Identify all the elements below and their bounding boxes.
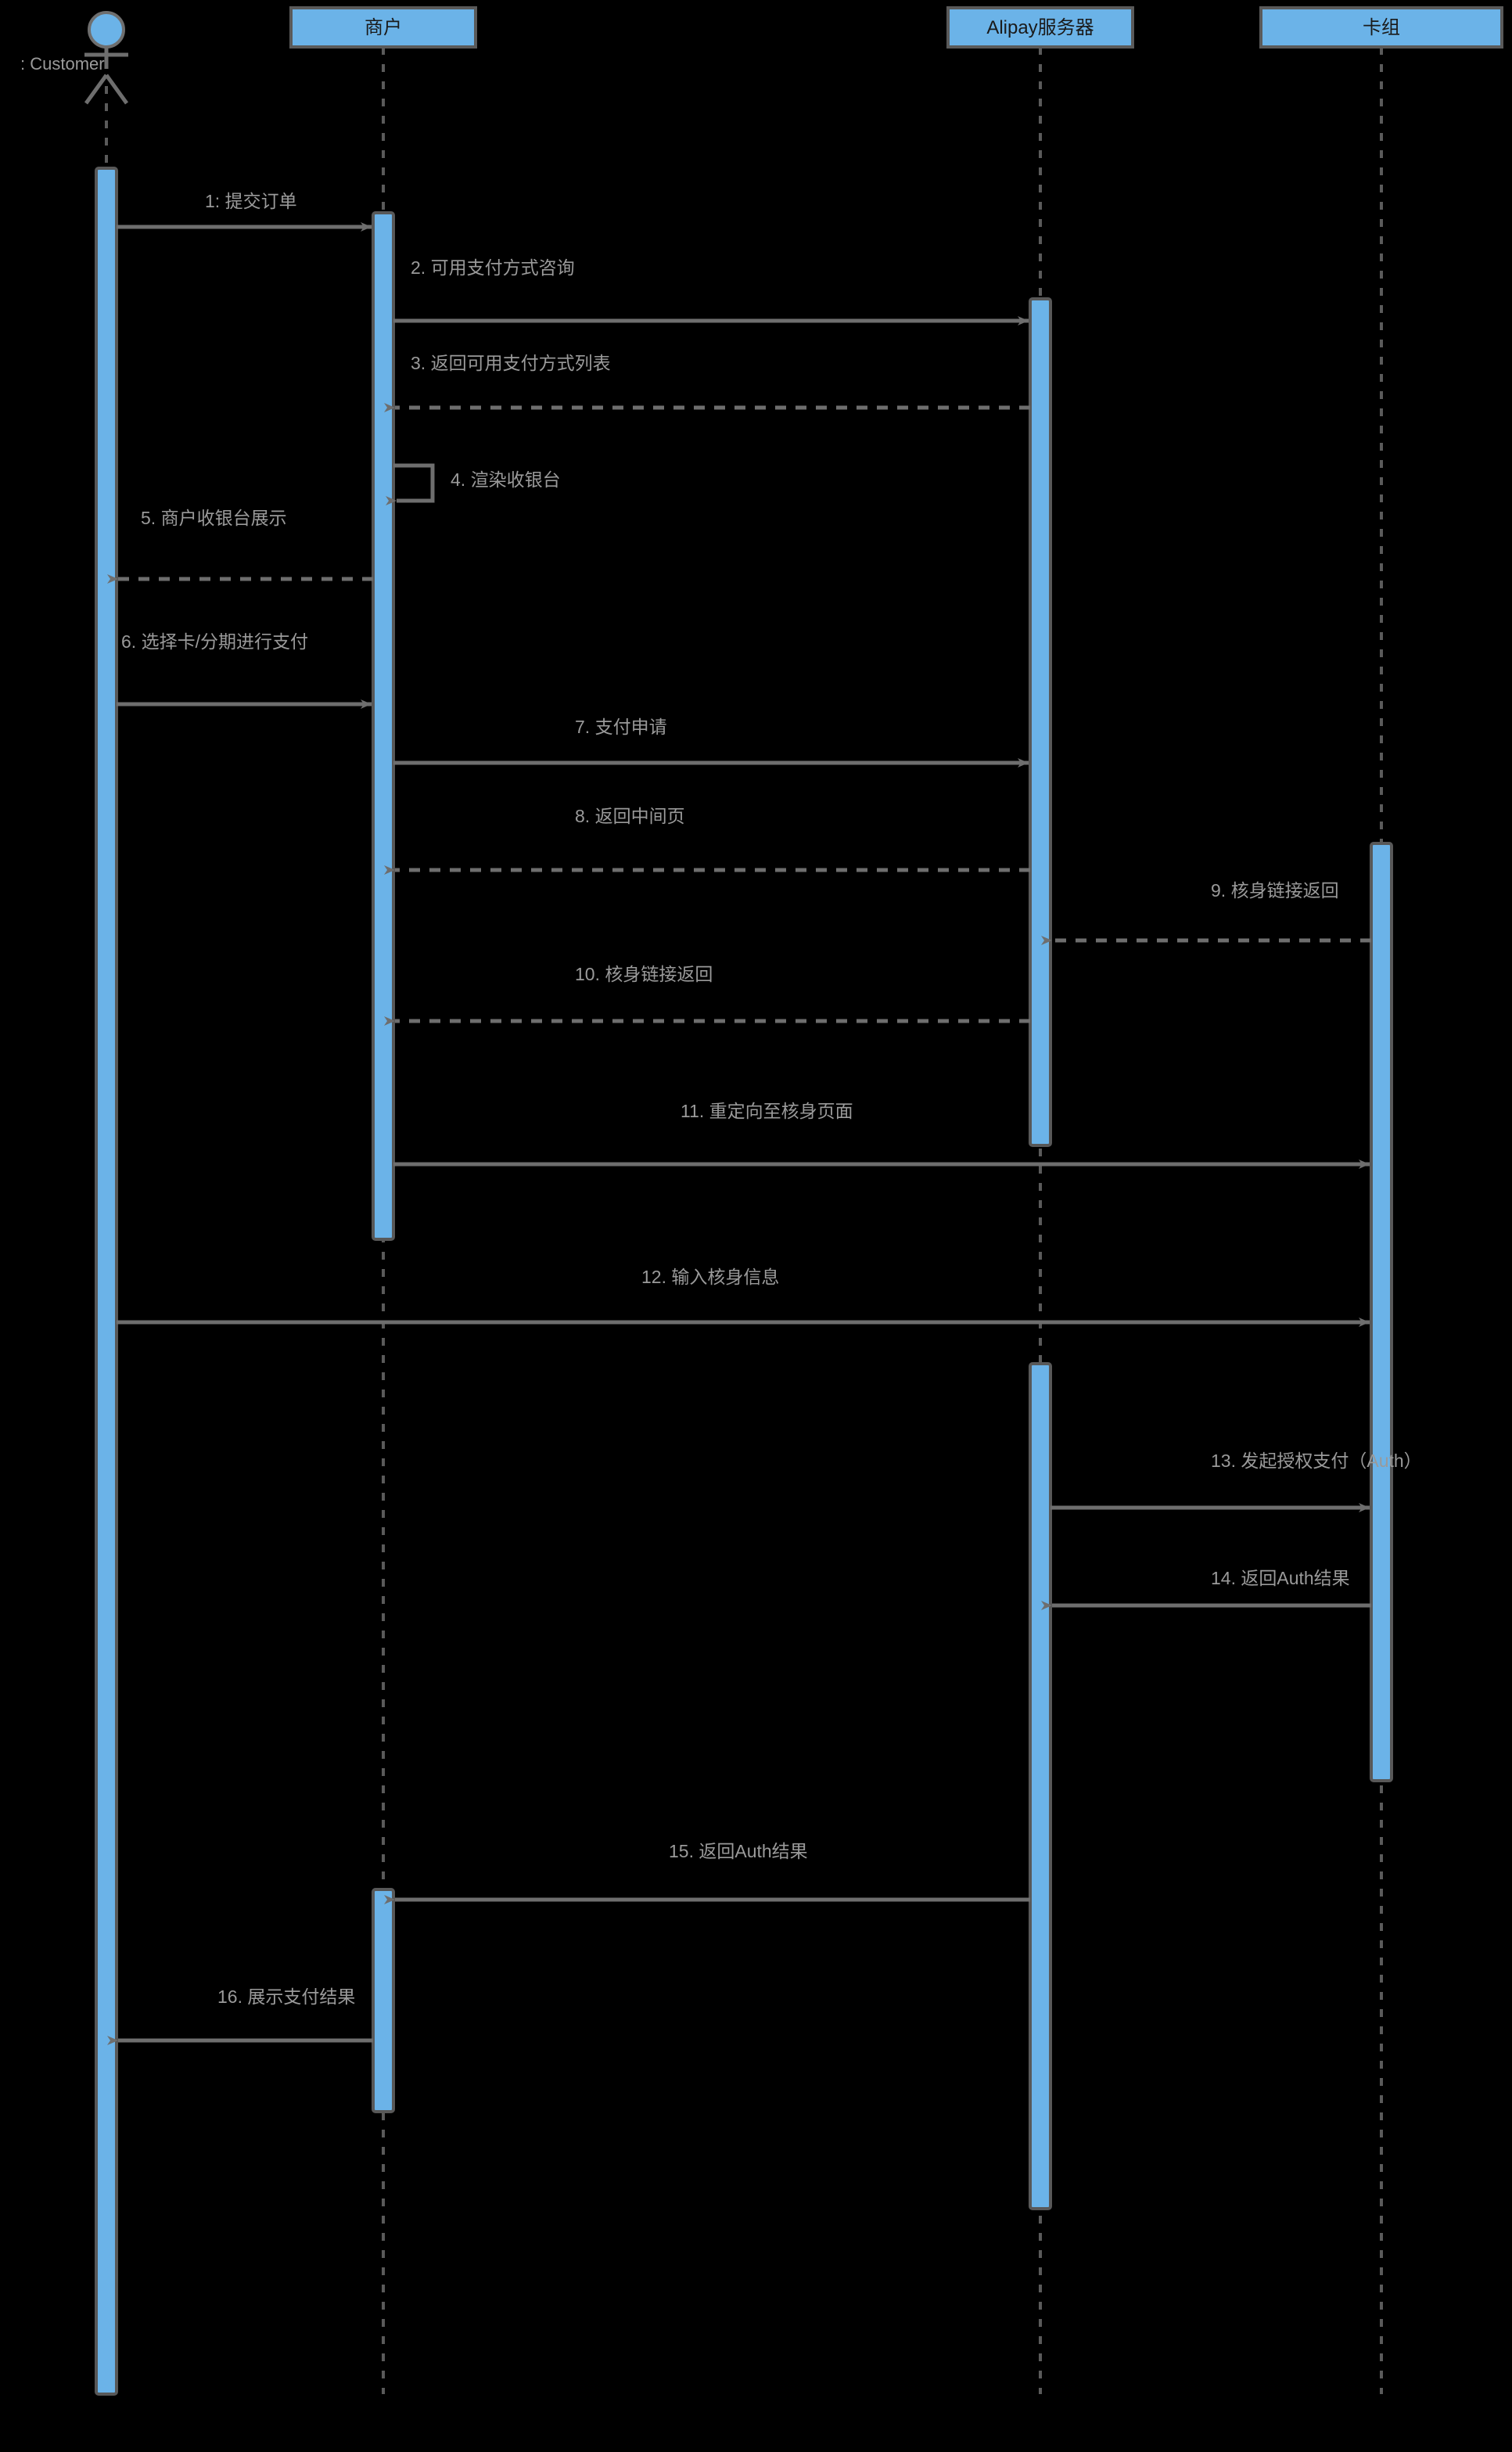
actor-leg-right-icon bbox=[104, 74, 129, 105]
message-label: 12. 输入核身信息 bbox=[641, 1267, 779, 1287]
message-label: 8. 返回中间页 bbox=[575, 806, 685, 826]
activation-bar-merchant bbox=[372, 211, 395, 1241]
message-15[interactable]: 15. 返回Auth结果 bbox=[384, 1841, 1030, 1904]
message-label: 7. 支付申请 bbox=[575, 717, 667, 737]
activations-layer bbox=[95, 167, 1393, 2396]
participant-header-merchant[interactable]: 商户 bbox=[289, 6, 477, 49]
message-16[interactable]: 16. 展示支付结果 bbox=[107, 1986, 373, 2045]
participant-box[interactable] bbox=[946, 6, 1134, 49]
message-7[interactable]: 7. 支付申请 bbox=[393, 717, 1029, 768]
message-label: 13. 发起授权支付（Auth） bbox=[1211, 1451, 1422, 1471]
message-label: 15. 返回Auth结果 bbox=[669, 1841, 808, 1861]
message-3[interactable]: 3. 返回可用支付方式列表 bbox=[384, 353, 1030, 412]
message-9[interactable]: 9. 核身链接返回 bbox=[1041, 880, 1371, 945]
actor-leg-left-icon bbox=[84, 74, 109, 105]
participant-label: Alipay服务器 bbox=[986, 17, 1094, 38]
activation-bar-merchant bbox=[372, 1888, 395, 2113]
message-12[interactable]: 12. 输入核身信息 bbox=[117, 1267, 1370, 1327]
message-10[interactable]: 10. 核身链接返回 bbox=[384, 964, 1030, 1026]
message-label: 14. 返回Auth结果 bbox=[1211, 1568, 1350, 1588]
participant-box[interactable] bbox=[289, 6, 477, 49]
activation-bar-alipay bbox=[1029, 297, 1052, 1147]
message-5[interactable]: 5. 商户收银台展示 bbox=[107, 508, 373, 584]
message-label: 3. 返回可用支付方式列表 bbox=[411, 353, 611, 373]
activation-bar-cardnet bbox=[1370, 842, 1393, 1782]
message-label: 10. 核身链接返回 bbox=[575, 964, 713, 984]
actor-head-icon bbox=[88, 11, 125, 49]
message-13[interactable]: 13. 发起授权支付（Auth） bbox=[1050, 1451, 1422, 1512]
participant-label: : Customer bbox=[20, 54, 105, 74]
message-1[interactable]: 1: 提交订单 bbox=[117, 191, 372, 232]
message-4[interactable]: 4. 渲染收银台 bbox=[386, 463, 561, 505]
message-label: 11. 重定向至核身页面 bbox=[681, 1101, 853, 1121]
participant-headers-layer: : Customer 商户 Alipay服务器 卡组 bbox=[20, 6, 1503, 105]
participant-header-cardnet[interactable]: 卡组 bbox=[1259, 6, 1503, 49]
participant-header-alipay[interactable]: Alipay服务器 bbox=[946, 6, 1134, 49]
message-label: 5. 商户收银台展示 bbox=[141, 508, 287, 528]
message-14[interactable]: 14. 返回Auth结果 bbox=[1041, 1568, 1371, 1610]
message-label: 1: 提交订单 bbox=[205, 191, 297, 211]
message-label: 2. 可用支付方式咨询 bbox=[411, 257, 575, 278]
participant-label: 卡组 bbox=[1363, 17, 1400, 38]
messages-layer: 1: 提交订单 2. 可用支付方式咨询 3. 返回可用支付方式列表 4. 渲染收银台 5… bbox=[107, 191, 1422, 2045]
message-self-arrow[interactable] bbox=[386, 463, 435, 505]
participant-label: 商户 bbox=[365, 17, 402, 38]
activation-bar-alipay bbox=[1029, 1362, 1052, 2210]
message-label: 4. 渲染收银台 bbox=[451, 469, 561, 490]
message-8[interactable]: 8. 返回中间页 bbox=[384, 806, 1030, 875]
participant-header-customer[interactable]: : Customer bbox=[20, 11, 129, 105]
message-label: 9. 核身链接返回 bbox=[1211, 880, 1339, 901]
message-11[interactable]: 11. 重定向至核身页面 bbox=[393, 1101, 1370, 1169]
activation-bar-customer bbox=[95, 167, 118, 2396]
message-label: 16. 展示支付结果 bbox=[217, 1986, 355, 2007]
message-2[interactable]: 2. 可用支付方式咨询 bbox=[393, 257, 1029, 325]
message-label: 6. 选择卡/分期进行支付 bbox=[121, 631, 308, 652]
message-6[interactable]: 6. 选择卡/分期进行支付 bbox=[117, 631, 372, 709]
participant-box[interactable] bbox=[1259, 6, 1503, 49]
